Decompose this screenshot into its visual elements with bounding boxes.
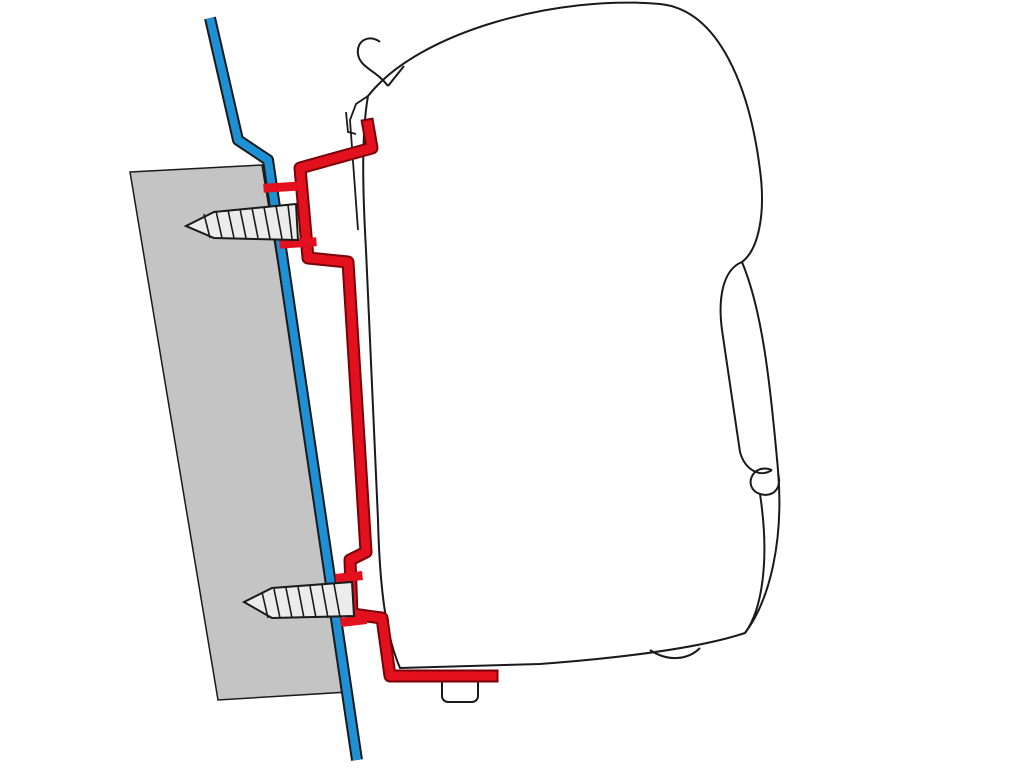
awning-cassette bbox=[345, 1, 781, 703]
bracket-upper-screw-tab bbox=[263, 181, 317, 249]
adapter-bracket bbox=[263, 117, 499, 683]
lower-screw-thread bbox=[261, 583, 341, 619]
cassette-notch bbox=[749, 467, 780, 496]
upper-screw bbox=[183, 202, 300, 242]
bracket-lower-screw-tab bbox=[335, 571, 367, 627]
cassette-back-step bbox=[345, 111, 357, 135]
cassette-back-line bbox=[349, 95, 369, 231]
cassette-housing bbox=[362, 1, 781, 670]
cassette-front-cover bbox=[719, 261, 773, 475]
cassette-lower-lip bbox=[744, 493, 766, 634]
cassette-foot bbox=[649, 647, 701, 659]
lower-screw bbox=[241, 580, 356, 620]
upper-screw-thread bbox=[203, 204, 293, 240]
adapter-bracket-profile bbox=[295, 119, 497, 681]
vehicle-wall bbox=[204, 16, 363, 761]
vehicle-wall-panel bbox=[206, 17, 361, 761]
cassette-top-hook bbox=[356, 37, 405, 87]
